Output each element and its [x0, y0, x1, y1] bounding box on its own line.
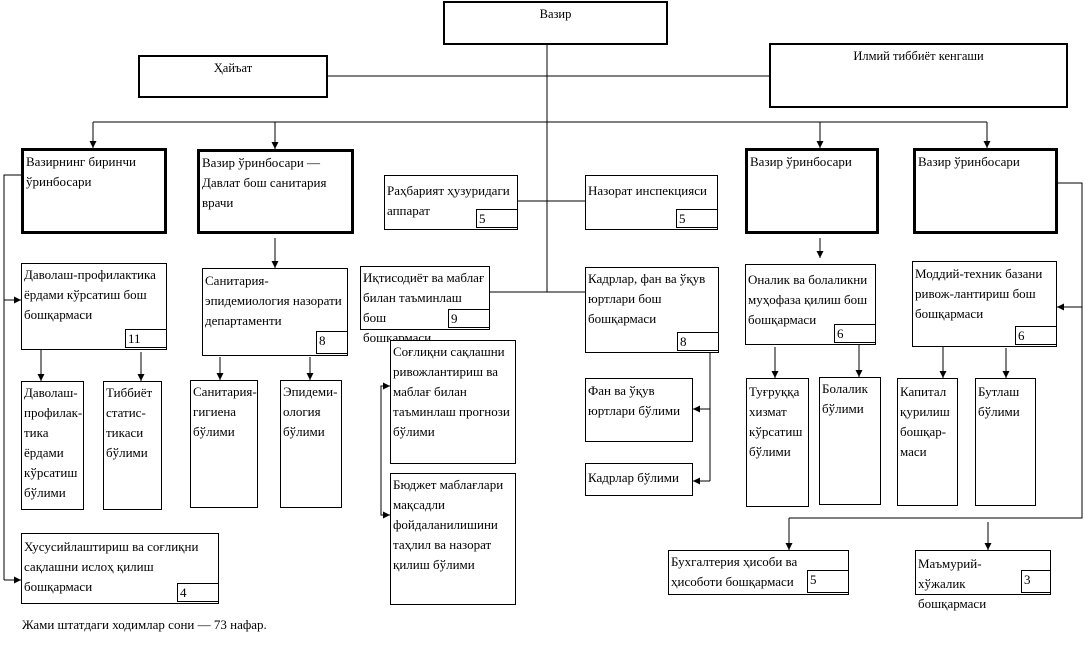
board-label: Ҳайъат: [213, 61, 253, 75]
sanitary-deputy-box: Вазир ўринбосари — Давлат бош санитария …: [197, 149, 354, 234]
science-box: Фан ва ўқув юртлари бўлими: [585, 378, 693, 442]
obstetric-box: Туғруққа хизмат кўрсатиш бўлими: [746, 378, 809, 507]
minister-box: Вазир: [443, 1, 668, 45]
first-deputy-box: Вазирнинг биринчи ўринбосари: [21, 148, 167, 234]
science-label: Фан ва ўқув юртлари бўлими: [588, 383, 681, 418]
inspection-box: 5 Назорат инспекцияси: [585, 175, 718, 230]
accounting-box: 5 Бухгалтерия ҳисоби ва ҳисоботи бошқарма…: [668, 550, 849, 595]
material-count: 6: [1015, 326, 1057, 345]
accounting-label: Бухгалтерия ҳисоби ва ҳисоботи бошқармас…: [671, 554, 798, 589]
privatization-count: 4: [177, 583, 219, 602]
sanepid-label: Санитария-эпидемиология назорати департа…: [205, 273, 342, 328]
equipment-box: Бутлаш бўлими: [975, 378, 1036, 506]
accounting-count: 5: [807, 570, 849, 593]
construction-label: Капитал қурилиш бошқар-маси: [900, 384, 950, 459]
treatment-count: 11: [125, 329, 167, 348]
forecast-label: Соғлиқни сақлашни ривожлантириш ва мабла…: [393, 344, 510, 439]
personnel-label: Кадрлар, фан ва ўқув юртлари бош бошқарм…: [588, 271, 706, 326]
hygiene-box: Санитария-гигиена бўлими: [190, 380, 258, 508]
forecast-box: Соғлиқни сақлашни ривожлантириш ва мабла…: [390, 340, 516, 464]
minister-label: Вазир: [539, 7, 572, 21]
first-deputy-label: Вазирнинг биринчи ўринбосари: [26, 154, 136, 189]
material-box: 6 Моддий-техник базани ривож-лантириш бош…: [912, 261, 1057, 347]
deputy-4-label: Вазир ўринбосари: [918, 154, 1020, 169]
cadres-label: Кадрлар бўлими: [588, 470, 679, 485]
childhood-label: Болалик бўлими: [822, 381, 868, 416]
epidemiology-box: Эпидеми-ология бўлими: [280, 380, 342, 508]
hygiene-label: Санитария-гигиена бўлими: [193, 384, 257, 439]
maternity-count: 6: [834, 324, 876, 343]
statistics-label: Тиббиёт статис-тикаси бўлими: [106, 385, 153, 460]
equipment-label: Бутлаш бўлими: [978, 384, 1020, 419]
inspection-label: Назорат инспекцияси: [588, 183, 707, 198]
apparatus-count: 5: [476, 209, 518, 228]
cadres-box: Кадрлар бўлими: [585, 463, 693, 496]
personnel-count: 8: [677, 332, 719, 351]
construction-box: Капитал қурилиш бошқар-маси: [897, 378, 958, 506]
admin-count: 3: [1021, 570, 1051, 593]
obstetric-label: Туғруққа хизмат кўрсатиш бўлими: [749, 384, 803, 459]
admin-label: Маъмурий-хўжалик бошқармаси: [918, 556, 987, 611]
sanepid-count: 8: [316, 331, 348, 354]
council-box: Илмий тиббиёт кенгаши: [769, 43, 1068, 108]
epidemiology-label: Эпидеми-ология бўлими: [283, 384, 338, 439]
economy-label: Иқтисодиёт ва маблағ билан таъминлаш бош…: [363, 270, 485, 345]
economy-count: 9: [448, 309, 490, 328]
privatization-label: Хусусийлаштириш ва соғлиқни сақлашни исл…: [24, 539, 199, 594]
sanepid-box: 8 Санитария-эпидемиология назорати департ…: [202, 268, 348, 356]
budget-box: Бюджет маблағлари мақсадли фойдаланилиши…: [390, 473, 516, 605]
deputy-3-box: Вазир ўринбосари: [745, 148, 879, 234]
deputy-3-label: Вазир ўринбосари: [750, 154, 852, 169]
material-label: Моддий-техник базани ривож-лантириш бош …: [915, 266, 1043, 321]
treatment-box: 11 Даволаш-профилактика ёрдами кўрсатиш б…: [21, 263, 167, 350]
council-label: Илмий тиббиёт кенгаши: [853, 49, 984, 63]
inspection-count: 5: [676, 209, 718, 228]
apparatus-label: Раҳбарият ҳузуридаги аппарат: [387, 183, 510, 218]
personnel-box: 8 Кадрлар, фан ва ўқув юртлари бош бошқар…: [585, 267, 719, 353]
budget-label: Бюджет маблағлари мақсадли фойдаланилиши…: [393, 477, 504, 572]
sanitary-deputy-label: Вазир ўринбосари — Давлат бош санитария …: [202, 155, 327, 210]
maternity-label: Оналик ва болаликни муҳофаза қилиш бош б…: [748, 272, 868, 327]
treatment-dept-box: Даволаш-профилак-тика ёрдами кўрсатиш бў…: [21, 381, 84, 510]
statistics-box: Тиббиёт статис-тикаси бўлими: [103, 381, 162, 510]
childhood-box: Болалик бўлими: [819, 377, 881, 505]
treatment-label: Даволаш-профилактика ёрдами кўрсатиш бош…: [24, 267, 156, 322]
treatment-dept-label: Даволаш-профилак-тика ёрдами кўрсатиш бў…: [24, 385, 83, 500]
deputy-4-box: Вазир ўринбосари: [913, 148, 1058, 234]
admin-box: 3 Маъмурий-хўжалик бошқармаси: [915, 550, 1051, 611]
total-staff-note: Жами штатдаги ходимлар сони — 73 нафар.: [22, 617, 267, 632]
board-box: Ҳайъат: [138, 55, 328, 98]
